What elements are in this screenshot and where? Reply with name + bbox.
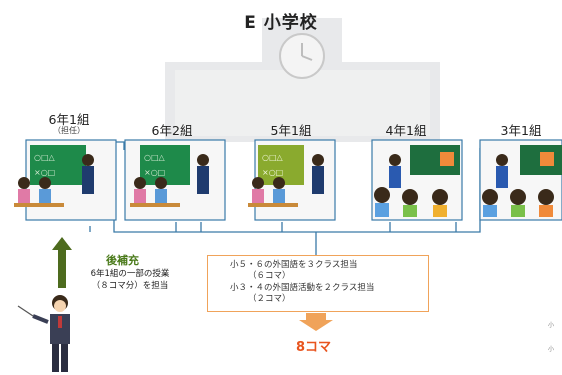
svg-text:×○□: ×○□	[144, 168, 165, 177]
class-label-5-1: 5年1組	[270, 123, 312, 138]
edge-mark-1: 小	[548, 322, 555, 329]
reinforcement-description: 6年1組の一部の授業 （８コマ分）を担当	[75, 268, 185, 293]
svg-text:○□△: ○□△	[34, 153, 56, 162]
reinforcement-desc-line-1: 6年1組の一部の授業	[90, 269, 170, 279]
svg-text:○□△: ○□△	[144, 153, 166, 162]
clock-icon	[279, 33, 325, 79]
class-label-6-2: 6年2組	[151, 123, 193, 138]
svg-text:○□△: ○□△	[262, 153, 284, 162]
info-line-3: 小３・４の外国語活動を２クラス担当	[230, 282, 375, 293]
edge-mark-2: 小	[548, 346, 555, 353]
teacher-illustration	[17, 295, 70, 372]
classroom-6-2-illustration: ○□△ ×○□	[124, 139, 226, 221]
classroom-4-1-illustration	[371, 139, 463, 221]
svg-text:×○□: ×○□	[262, 168, 283, 177]
classroom-6-1-illustration: ○□△ ×○□	[14, 139, 117, 221]
homeroom-note: （担任）	[53, 126, 85, 135]
svg-text:×○□: ×○□	[34, 168, 55, 177]
page-title: E 小学校	[244, 13, 318, 33]
class-label-6-1: 6年1組	[48, 112, 90, 127]
assignment-info-box: 小５・６の外国語を３クラス担当 （６コマ） 小３・４の外国語活動を２クラス担当 …	[207, 255, 429, 312]
class-label-3-1: 3年1組	[500, 123, 542, 138]
reinforcement-title: 後補充	[106, 254, 139, 267]
reinforcement-desc-line-2: （８コマ分）を担当	[91, 281, 169, 292]
info-line-1: 小５・６の外国語を３クラス担当	[230, 260, 358, 270]
total-periods-label: 8コマ	[296, 340, 332, 355]
total-arrow-icon	[299, 313, 333, 331]
classroom-3-1-illustration	[479, 139, 562, 221]
info-line-2: （６コマ）	[248, 271, 291, 282]
reinforcement-arrow-icon	[52, 237, 72, 288]
classroom-5-1-illustration: ○□△ ×○□	[248, 139, 336, 221]
class-label-4-1: 4年1組	[385, 123, 427, 138]
info-line-4: （２コマ）	[248, 294, 291, 305]
